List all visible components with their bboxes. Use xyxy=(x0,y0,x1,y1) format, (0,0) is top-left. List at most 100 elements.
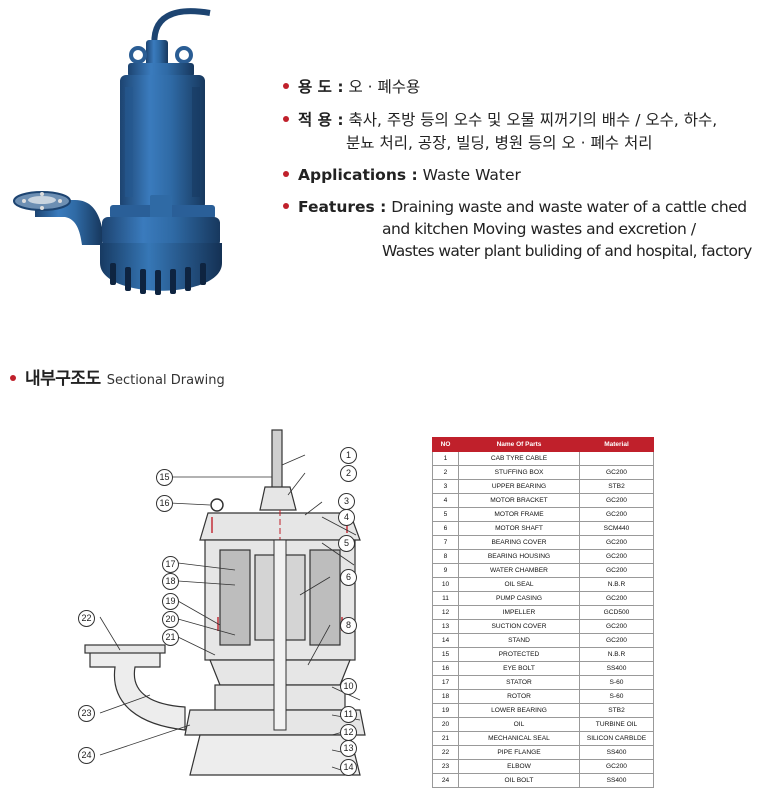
callout-6: 6 xyxy=(340,569,357,586)
cell-name: STATOR xyxy=(458,675,580,690)
cell-name: ELBOW xyxy=(458,759,580,774)
cell-material: GC200 xyxy=(579,591,654,606)
cell-name: OIL xyxy=(458,717,580,732)
cell-no: 8 xyxy=(432,549,459,564)
cell-material xyxy=(579,451,654,466)
apply-line-2: 분뇨 처리, 공장, 빌딩, 병원 등의 오 · 폐수 처리 xyxy=(346,134,653,152)
features-line-3: Wastes water plant buliding of and hospi… xyxy=(382,242,752,260)
cell-name: MOTOR SHAFT xyxy=(458,521,580,536)
cell-no: 11 xyxy=(432,591,459,606)
cell-no: 6 xyxy=(432,521,459,536)
cell-name: PUMP CASING xyxy=(458,591,580,606)
cell-no: 19 xyxy=(432,703,459,718)
cell-name: LOWER BEARING xyxy=(458,703,580,718)
cell-name: STUFFING BOX xyxy=(458,465,580,480)
cell-name: ROTOR xyxy=(458,689,580,704)
cell-name: BEARING COVER xyxy=(458,535,580,550)
cell-no: 17 xyxy=(432,675,459,690)
callout-11: 11 xyxy=(340,706,357,723)
cell-no: 10 xyxy=(432,577,459,592)
apply-line: 적 용 : 축사, 주방 등의 오수 및 오물 찌꺼기의 배수 / 오수, 하수… xyxy=(283,109,717,131)
cell-name: MECHANICAL SEAL xyxy=(458,731,580,746)
cell-material: GC200 xyxy=(579,759,654,774)
applications-line: Applications : Waste Water xyxy=(283,164,521,186)
cell-no: 9 xyxy=(432,563,459,578)
cell-no: 21 xyxy=(432,731,459,746)
cell-no: 24 xyxy=(432,773,459,788)
cell-material: SS400 xyxy=(579,661,654,676)
bullet-icon xyxy=(283,170,289,177)
callout-10: 10 xyxy=(340,678,357,695)
cell-no: 4 xyxy=(432,493,459,508)
cell-no: 12 xyxy=(432,605,459,620)
cell-material: S-60 xyxy=(579,689,654,704)
sectional-drawing xyxy=(84,429,366,776)
cell-material: N.B.R xyxy=(579,577,654,592)
cell-material: GC200 xyxy=(579,549,654,564)
cell-material: GC200 xyxy=(579,563,654,578)
cell-no: 14 xyxy=(432,633,459,648)
callout-20: 20 xyxy=(162,611,179,628)
cell-name: OIL BOLT xyxy=(458,773,580,788)
cell-no: 1 xyxy=(432,451,459,466)
cell-name: CAB TYRE CABLE xyxy=(458,451,580,466)
callout-3: 3 xyxy=(338,493,355,510)
cell-material: SILICON CARBLDE xyxy=(579,731,654,746)
cell-no: 13 xyxy=(432,619,459,634)
cell-no: 5 xyxy=(432,507,459,522)
cell-material: GC200 xyxy=(579,465,654,480)
callout-12: 12 xyxy=(340,724,357,741)
callout-1: 1 xyxy=(340,447,357,464)
cell-name: EYE BOLT xyxy=(458,661,580,676)
table-header-row: NO Name Of Parts Material xyxy=(432,437,654,452)
cell-no: 2 xyxy=(432,465,459,480)
features-line-2: and kitchen Moving wastes and excretion … xyxy=(382,220,696,238)
cell-name: PIPE FLANGE xyxy=(458,745,580,760)
cell-no: 15 xyxy=(432,647,459,662)
cell-material: TURBINE OIL xyxy=(579,717,654,732)
cell-no: 23 xyxy=(432,759,459,774)
callout-22: 22 xyxy=(78,610,95,627)
usage-line: 용 도 : 오 · 폐수용 xyxy=(283,76,420,98)
callout-24: 24 xyxy=(78,747,95,764)
cell-name: IMPELLER xyxy=(458,605,580,620)
cell-no: 20 xyxy=(432,717,459,732)
cell-material: SCM440 xyxy=(579,521,654,536)
cell-name: MOTOR FRAME xyxy=(458,507,580,522)
cell-material: STB2 xyxy=(579,479,654,494)
callout-5: 5 xyxy=(338,535,355,552)
header-material: Material xyxy=(579,437,654,452)
header-no: NO xyxy=(432,437,459,452)
cell-name: WATER CHAMBER xyxy=(458,563,580,578)
callout-19: 19 xyxy=(162,593,179,610)
callout-23: 23 xyxy=(78,705,95,722)
cell-no: 18 xyxy=(432,689,459,704)
cell-material: S-60 xyxy=(579,675,654,690)
cell-name: OIL SEAL xyxy=(458,577,580,592)
cell-material: STB2 xyxy=(579,703,654,718)
callout-15: 15 xyxy=(156,469,173,486)
cell-material: GC200 xyxy=(579,535,654,550)
callout-4: 4 xyxy=(338,509,355,526)
cell-name: PROTECTED xyxy=(458,647,580,662)
bullet-icon xyxy=(283,202,289,209)
